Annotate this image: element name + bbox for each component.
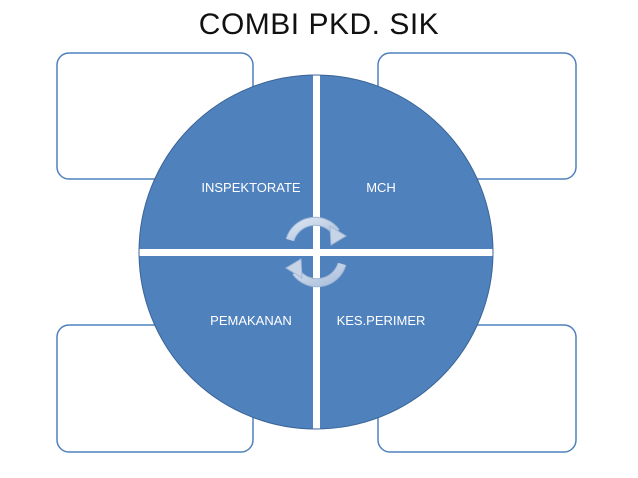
quadrant-label-kes-perimer: KES.PERIMER bbox=[337, 313, 426, 328]
quadrant-label-inspektorate: INSPEKTORATE bbox=[201, 180, 301, 195]
quadrant-label-pemakanan: PEMAKANAN bbox=[210, 313, 292, 328]
cycle-arrow-counterclockwise-icon bbox=[285, 258, 347, 288]
slide-title: COMBI PKD. SIK bbox=[198, 8, 440, 41]
cycle-arrow-clockwise-icon bbox=[285, 216, 347, 246]
quadrant-label-mch: MCH bbox=[366, 180, 396, 195]
circle-outline bbox=[138, 74, 494, 430]
